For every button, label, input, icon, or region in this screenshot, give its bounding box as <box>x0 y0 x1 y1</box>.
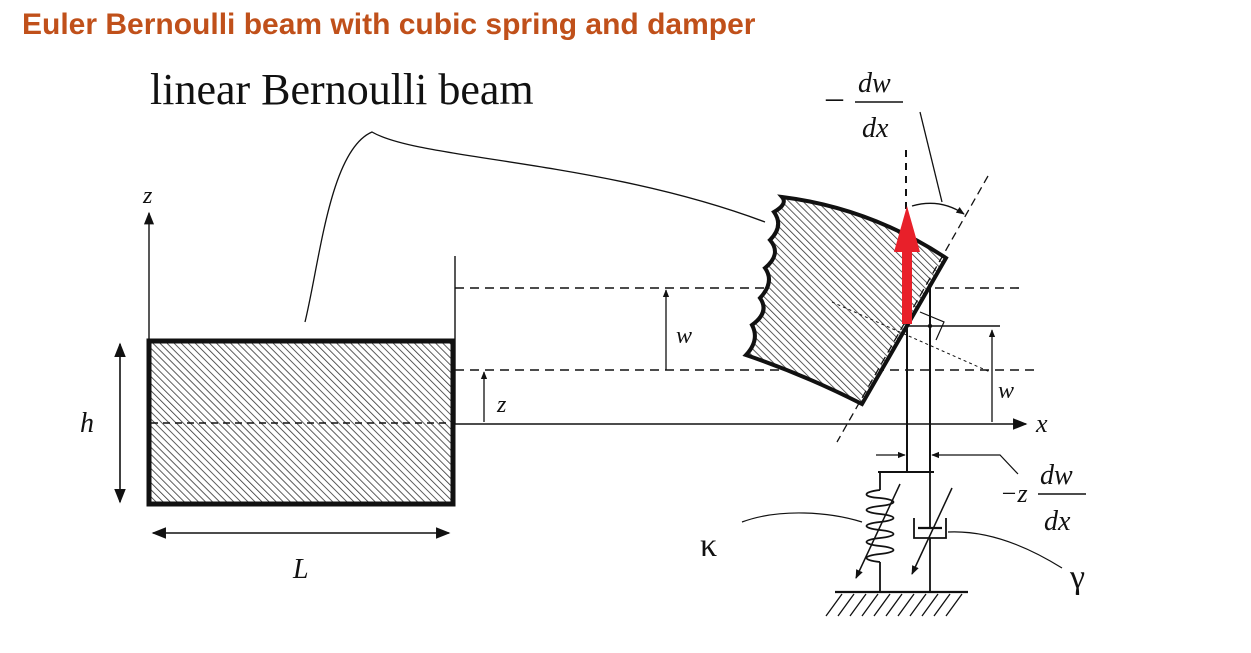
spring-nonlinear-arrow <box>855 483 901 579</box>
gamma-leader <box>947 531 1063 569</box>
dx-label-top: dx <box>862 113 889 144</box>
dw-label-bottom: dw <box>1040 460 1073 491</box>
spring-coil <box>865 489 895 563</box>
gamma-label: γ <box>1069 559 1085 596</box>
linear-beam-label: linear Bernoulli beam <box>150 65 534 114</box>
page-title: Euler Bernoulli beam with cubic spring a… <box>22 8 756 41</box>
kappa-label: κ <box>700 527 717 564</box>
ground-hatching <box>825 593 963 617</box>
w-label-right: w <box>998 378 1014 404</box>
minus-sign-top: – <box>825 79 844 116</box>
w-label-left: w <box>676 323 692 349</box>
offset-leader <box>960 454 1019 475</box>
dx-label-bottom: dx <box>1044 506 1071 537</box>
damper-nonlinear-arrow <box>911 487 953 575</box>
kappa-leader <box>741 512 863 523</box>
callout-curve <box>304 131 766 323</box>
rotated-normal-line <box>836 175 989 443</box>
z-small-label: z <box>496 392 507 418</box>
leader-top <box>919 111 943 203</box>
deformed-section <box>742 194 949 407</box>
z-axis-label: z <box>142 183 153 209</box>
midplane-line <box>831 301 991 373</box>
displacement-arrow-head <box>894 206 920 252</box>
h-label: h <box>80 408 94 439</box>
rotation-arrow <box>911 202 965 215</box>
minus-z-label: −z <box>1000 479 1028 508</box>
dw-label-top: dw <box>858 68 891 99</box>
x-axis-label: x <box>1035 409 1048 438</box>
right-angle-mark <box>919 311 945 341</box>
l-label: L <box>292 554 309 585</box>
